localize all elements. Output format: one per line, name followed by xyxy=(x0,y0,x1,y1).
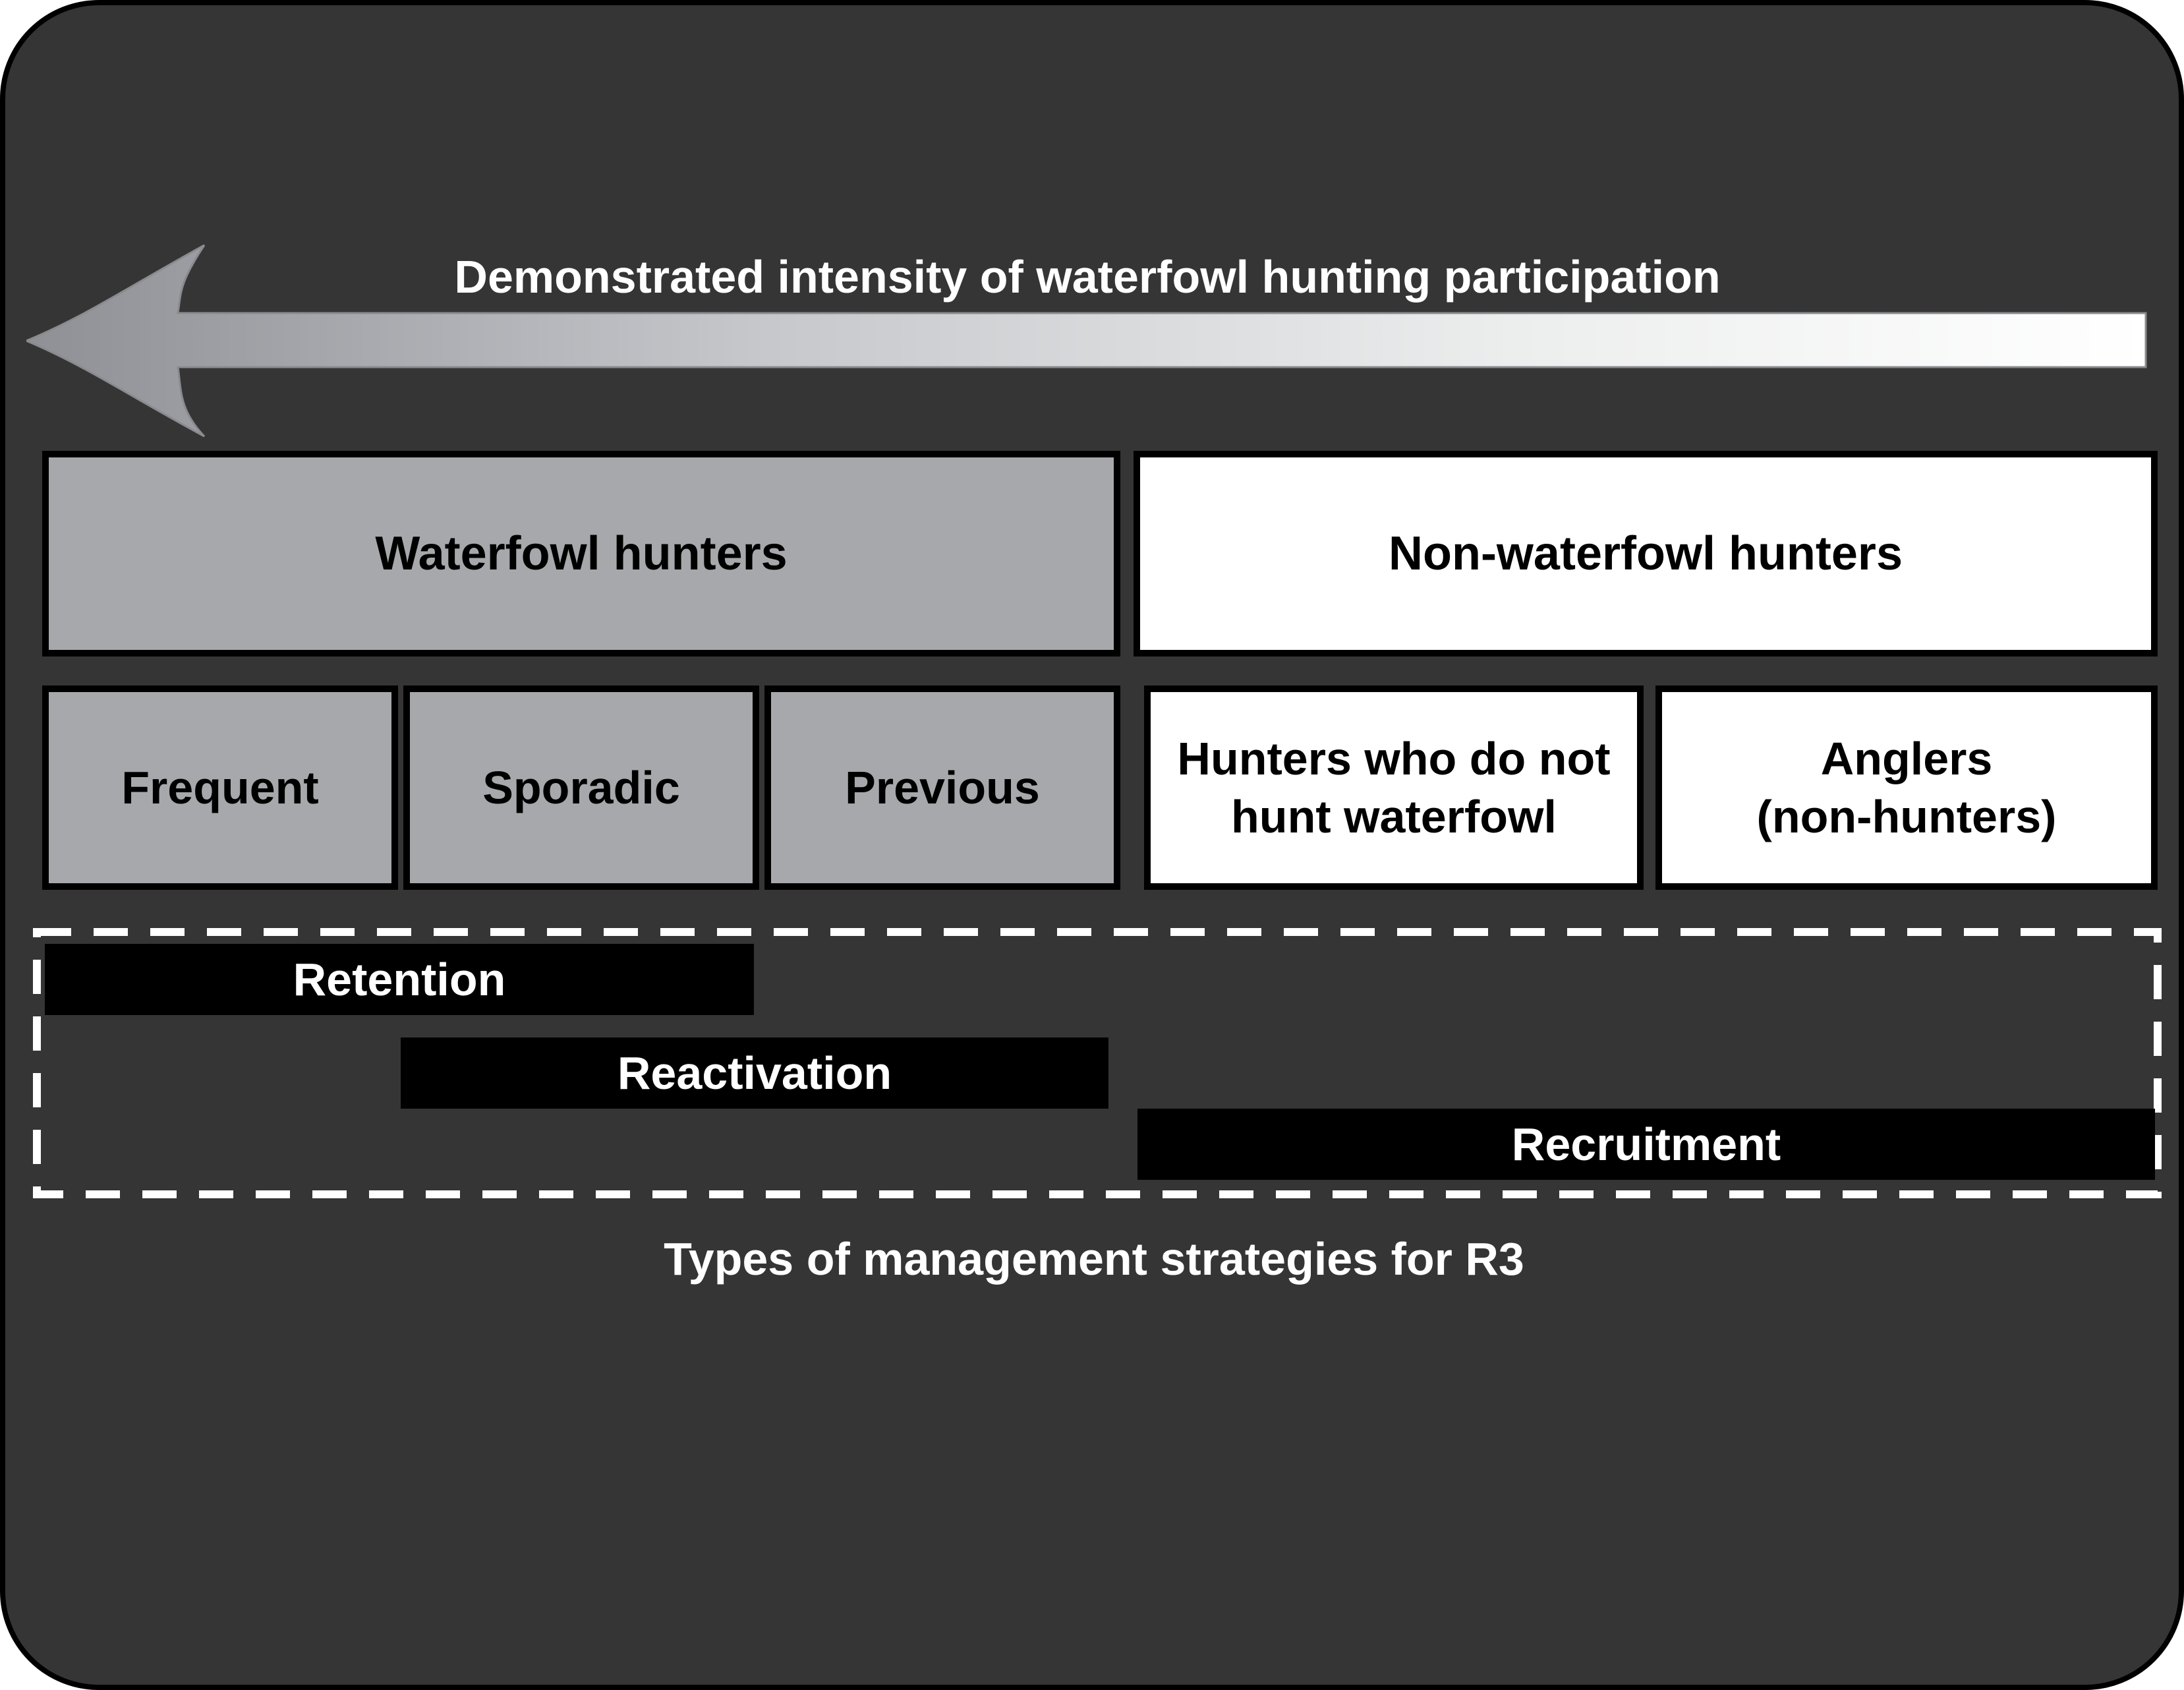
recruitment-label: Recruitment xyxy=(1511,1119,1781,1170)
previous-label: Previous xyxy=(845,762,1040,813)
waterfowl-hunters-label: Waterfowl hunters xyxy=(375,527,788,580)
anglers-line2: (non-hunters) xyxy=(1756,791,2057,842)
hunters-not-waterfowl-text: Hunters who do not hunt waterfowl xyxy=(1177,730,1610,846)
recruitment-bar: Recruitment xyxy=(1137,1109,2155,1180)
hunters-not-waterfowl-line1: Hunters who do not xyxy=(1177,733,1611,784)
sporadic-label: Sporadic xyxy=(482,762,680,813)
previous-box: Previous xyxy=(764,685,1120,890)
waterfowl-hunters-box: Waterfowl hunters xyxy=(42,451,1120,656)
frequent-label: Frequent xyxy=(121,762,319,813)
hunters-not-waterfowl-line2: hunt waterfowl xyxy=(1231,791,1557,842)
reactivation-label: Reactivation xyxy=(617,1047,892,1099)
strategies-caption: Types of management strategies for R3 xyxy=(664,1233,1524,1285)
non-waterfowl-hunters-box: Non-waterfowl hunters xyxy=(1134,451,2158,656)
non-waterfowl-hunters-label: Non-waterfowl hunters xyxy=(1388,527,1903,580)
anglers-line1: Anglers xyxy=(1820,733,1993,784)
arrow-title: Demonstrated intensity of waterfowl hunt… xyxy=(454,251,1721,303)
retention-bar: Retention xyxy=(45,944,754,1015)
participation-arrow xyxy=(26,244,2147,438)
anglers-box: Anglers (non-hunters) xyxy=(1655,685,2158,890)
anglers-text: Anglers (non-hunters) xyxy=(1757,730,2057,846)
hunters-not-waterfowl-box: Hunters who do not hunt waterfowl xyxy=(1144,685,1644,890)
sporadic-box: Sporadic xyxy=(403,685,759,890)
retention-label: Retention xyxy=(293,954,506,1005)
reactivation-bar: Reactivation xyxy=(401,1037,1108,1109)
frequent-box: Frequent xyxy=(42,685,398,890)
arrow-shape xyxy=(26,244,2147,438)
